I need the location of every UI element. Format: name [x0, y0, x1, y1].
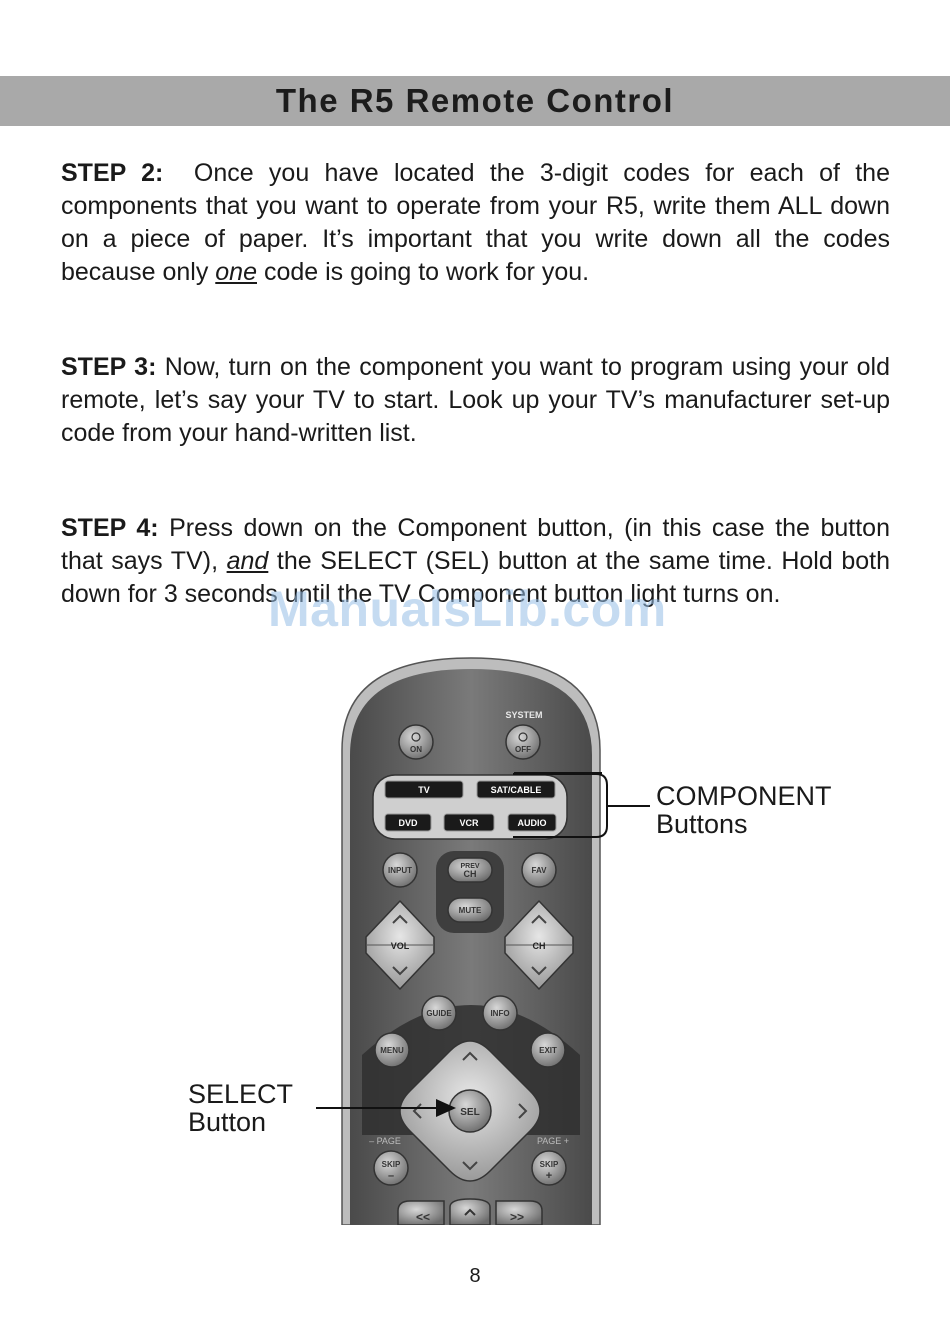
step-4-label: STEP 4:: [61, 514, 159, 542]
mute-button[interactable]: MUTE: [447, 897, 493, 923]
channel-rocker[interactable]: CH: [504, 900, 574, 990]
skip-plus-label: SKIP: [540, 1160, 559, 1169]
fast-forward-label: >>: [510, 1210, 524, 1224]
mute-label: MUTE: [459, 906, 482, 915]
page-title: The R5 Remote Control: [275, 82, 675, 119]
arrow-left-icon: [412, 1103, 422, 1119]
menu-label: MENU: [380, 1046, 404, 1055]
skip-minus-label: SKIP: [382, 1160, 401, 1169]
step-4-paragraph: STEP 4: Press down on the Component butt…: [61, 512, 890, 611]
page-minus-label: – PAGE: [369, 1136, 401, 1146]
step-2-text-before: Once you have located the 3-digit codes …: [61, 159, 890, 286]
component-button-audio[interactable]: AUDIO: [507, 813, 557, 832]
fav-label: FAV: [532, 866, 548, 875]
skip-minus-button[interactable]: SKIP –: [373, 1150, 409, 1186]
volume-down-icon: [392, 966, 408, 976]
play-icon: [464, 1208, 476, 1216]
page-plus-label: PAGE +: [537, 1136, 569, 1146]
component-callout-line1: COMPONENT: [656, 781, 832, 811]
input-label: INPUT: [388, 866, 412, 875]
off-label: OFF: [515, 745, 531, 754]
vcr-label: VCR: [459, 818, 479, 828]
dvd-label: DVD: [398, 818, 418, 828]
input-button[interactable]: INPUT: [382, 852, 418, 888]
select-callout-line1: SELECT: [188, 1079, 294, 1109]
sat-cable-label: SAT/CABLE: [491, 785, 542, 795]
exit-label: EXIT: [539, 1046, 557, 1055]
step-4-text-before: Press down on the Component button, (in …: [61, 514, 890, 575]
info-button[interactable]: INFO: [482, 995, 518, 1031]
channel-up-icon: [531, 914, 547, 924]
power-icon: [411, 732, 421, 742]
play-button[interactable]: [449, 1198, 491, 1226]
audio-label: AUDIO: [518, 818, 547, 828]
tv-label: TV: [418, 785, 430, 795]
component-callout-line2: Buttons: [656, 809, 748, 839]
fast-forward-button[interactable]: >>: [495, 1200, 543, 1226]
component-button-dvd[interactable]: DVD: [384, 813, 432, 832]
menu-button[interactable]: MENU: [374, 1032, 410, 1068]
fav-button[interactable]: FAV: [521, 852, 557, 888]
prev-label: PREV: [460, 863, 479, 870]
select-callout-line2: Button: [188, 1107, 267, 1137]
select-callout: SELECT Button: [188, 1080, 293, 1136]
component-callout: COMPONENT Buttons: [656, 782, 832, 838]
ch-rocker-label: CH: [533, 941, 546, 951]
guide-label: GUIDE: [426, 1009, 452, 1018]
step-4-text-after: the SELECT (SEL) button at the same time…: [61, 547, 890, 608]
page-number: 8: [469, 1265, 481, 1287]
remote-svg: SYSTEM ON OFF TV SAT/CABLE DVD VCR AUDIO…: [341, 657, 602, 1226]
title-band: The R5 Remote Control: [0, 76, 950, 126]
select-button[interactable]: SEL: [448, 1089, 492, 1133]
component-button-sat-cable[interactable]: SAT/CABLE: [476, 780, 556, 799]
arrow-down-icon: [462, 1161, 478, 1171]
sel-label: SEL: [460, 1107, 479, 1118]
step-2-label: STEP 2:: [61, 159, 164, 187]
skip-plus-sign: +: [546, 1170, 552, 1182]
prev-ch-button[interactable]: PREV CH: [447, 857, 493, 883]
guide-button[interactable]: GUIDE: [421, 995, 457, 1031]
channel-down-icon: [531, 966, 547, 976]
arrow-up-icon: [462, 1051, 478, 1061]
volume-up-icon: [392, 914, 408, 924]
step-2-paragraph: STEP 2: Once you have located the 3-digi…: [61, 157, 890, 289]
step-2-text-after: code is going to work for you.: [257, 258, 590, 286]
system-label: SYSTEM: [505, 710, 542, 720]
power-icon: [518, 732, 528, 742]
power-on-button[interactable]: ON: [398, 724, 434, 760]
on-label: ON: [410, 745, 422, 754]
vol-label: VOL: [391, 941, 410, 951]
remote-illustration: SYSTEM ON OFF TV SAT/CABLE DVD VCR AUDIO…: [340, 655, 602, 1226]
exit-button[interactable]: EXIT: [530, 1032, 566, 1068]
skip-minus-sign: –: [388, 1170, 394, 1182]
component-button-tv[interactable]: TV: [384, 780, 464, 799]
power-off-button[interactable]: OFF: [505, 724, 541, 760]
skip-plus-button[interactable]: SKIP +: [531, 1150, 567, 1186]
step-2-emphasis: one: [215, 258, 257, 286]
info-label: INFO: [490, 1009, 509, 1018]
step-3-text: Now, turn on the component you want to p…: [61, 353, 890, 447]
arrow-right-icon: [518, 1103, 528, 1119]
volume-rocker[interactable]: VOL: [365, 900, 435, 990]
step-3-paragraph: STEP 3: Now, turn on the component you w…: [61, 351, 890, 450]
step-4-emphasis: and: [226, 547, 269, 575]
rewind-label: <<: [416, 1210, 430, 1224]
rewind-button[interactable]: <<: [397, 1200, 445, 1226]
prev-ch-label: CH: [464, 869, 477, 879]
component-button-vcr[interactable]: VCR: [443, 813, 495, 832]
step-3-label: STEP 3:: [61, 353, 157, 381]
